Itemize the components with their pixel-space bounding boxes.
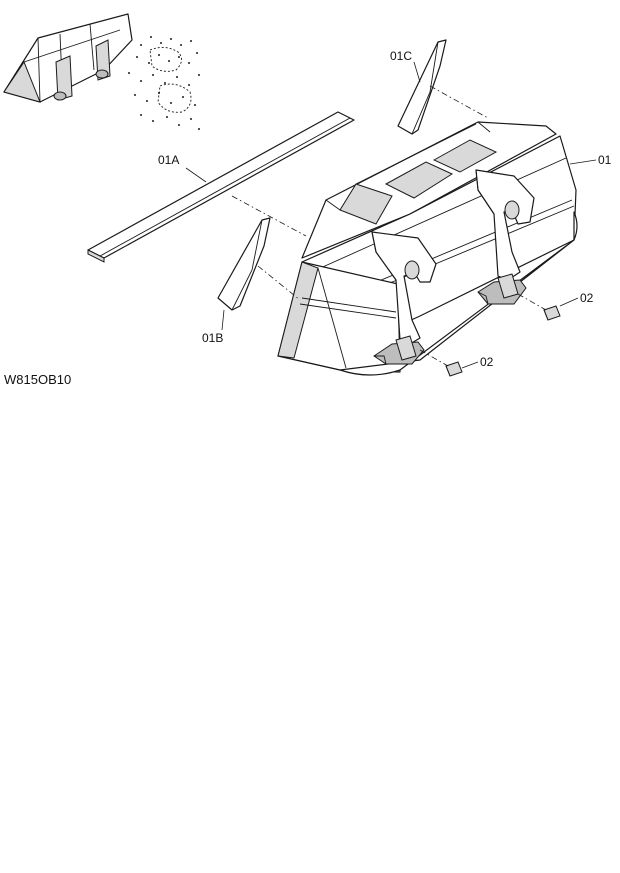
overview-inset: [3, 13, 200, 130]
bottom-boss-left: [373, 335, 425, 365]
side-cutter-01C: [397, 39, 447, 135]
tooth-cap-02-right: [543, 305, 561, 321]
cutting-edge-01A: [87, 111, 355, 263]
leader-02-left: [461, 361, 479, 369]
machine-body-sketch: [128, 36, 200, 130]
figure-code: W815OB10: [4, 372, 71, 387]
overview-bucket: [3, 13, 133, 103]
bottom-boss-right: [477, 273, 527, 305]
label-side-cutter-right: 01C: [390, 49, 412, 63]
label-tooth-cap-right: 02: [580, 291, 594, 305]
assembly-line-01C: [429, 85, 489, 119]
side-cutter-01B: [217, 217, 271, 311]
label-cutting-edge: 01A: [158, 153, 179, 167]
bucket-01: [277, 121, 578, 376]
tooth-cap-02-left: [445, 361, 463, 377]
leader-01B: [221, 309, 225, 331]
leader-01: [569, 159, 597, 165]
assembly-line-02-left: [419, 349, 449, 367]
leader-02-right: [559, 297, 579, 307]
leader-01C: [413, 61, 421, 83]
leader-01A: [185, 167, 207, 183]
label-side-cutter-left: 01B: [202, 331, 223, 345]
assembly-line-01A: [231, 195, 307, 237]
assembly-line-01B: [257, 265, 301, 301]
assembly-line-02-right: [517, 293, 547, 311]
label-bucket: 01: [598, 153, 612, 167]
label-tooth-cap-left: 02: [480, 355, 494, 369]
